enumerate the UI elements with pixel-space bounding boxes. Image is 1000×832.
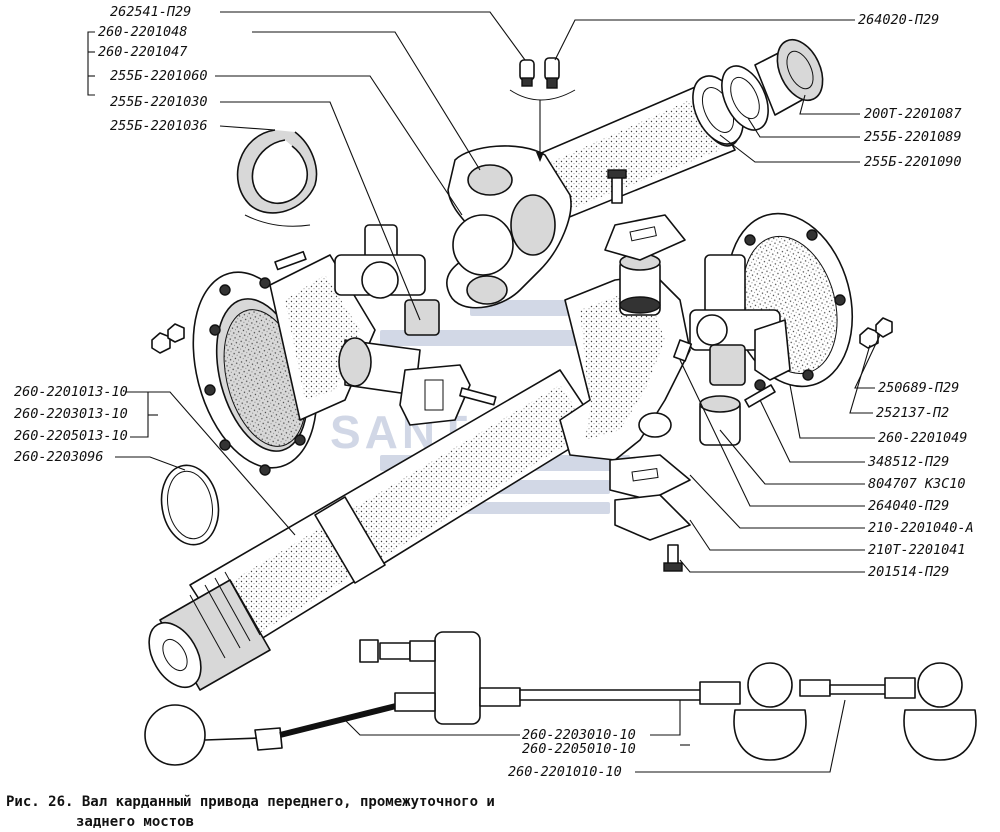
label-260-2203010-10: 260-2203010-10 <box>522 727 636 743</box>
label-260-2201049: 260-2201049 <box>878 430 967 446</box>
label-252137-p2: 252137-П2 <box>876 405 949 421</box>
label-210t-2201041: 210Т-2201041 <box>868 542 966 558</box>
label-260-2201048: 260-2201048 <box>98 24 187 40</box>
drivetrain-layout-schematic <box>144 631 977 766</box>
label-260-2205013-10: 260-2205013-10 <box>14 428 128 444</box>
label-200t-2201087: 200Т-2201087 <box>864 106 962 122</box>
label-250689-p29: 250689-П29 <box>878 380 959 396</box>
left-labels: 262541-П29 260-2201048 260-2201047 255Б-… <box>14 4 208 465</box>
slip-shaft-assembly <box>148 369 601 691</box>
label-260-2203013-10: 260-2203013-10 <box>14 406 128 422</box>
label-255b-2201030: 255Б-2201030 <box>110 94 208 110</box>
label-260-2201013-10: 260-2201013-10 <box>14 384 128 400</box>
upper-shaft-assembly <box>446 38 824 309</box>
label-348512-p29: 348512-П29 <box>867 454 949 470</box>
label-260-2203096: 260-2203096 <box>14 449 103 465</box>
label-260-2201010-10: 260-2201010-10 <box>508 764 622 780</box>
label-264020-p29: 264020-П29 <box>858 12 939 28</box>
figure-caption: Рис. 26. Вал карданный привода переднего… <box>6 794 495 830</box>
label-804707-kzs10: 804707 КЗС10 <box>868 476 966 492</box>
grease-nipple-pair <box>509 57 576 162</box>
bottom-labels: 260-2203010-10 260-2205010-10 260-220101… <box>508 727 636 780</box>
label-260-2205010-10: 260-2205010-10 <box>522 741 636 757</box>
leader-lines <box>87 11 881 773</box>
label-210-2201040-a: 210-2201040-А <box>868 520 974 536</box>
label-255b-2201036: 255Б-2201036 <box>110 118 208 134</box>
label-260-2201047: 260-2201047 <box>98 44 187 60</box>
label-255b-2201060: 255Б-2201060 <box>110 68 208 84</box>
label-264040-p29: 264040-П29 <box>868 498 949 514</box>
left-flange-yoke <box>151 129 497 546</box>
label-262541-p29: 262541-П29 <box>110 4 191 20</box>
label-255b-2201089: 255Б-2201089 <box>864 129 962 145</box>
label-201514-p29: 201514-П29 <box>868 564 949 580</box>
right-labels: 264020-П29 200Т-2201087 255Б-2201089 255… <box>858 12 974 580</box>
caption-line-2: заднего мостов <box>76 814 194 830</box>
right-flange-yoke <box>559 169 893 572</box>
caption-line-1: Рис. 26. Вал карданный привода переднего… <box>6 794 495 810</box>
label-255b-2201090: 255Б-2201090 <box>864 154 962 170</box>
